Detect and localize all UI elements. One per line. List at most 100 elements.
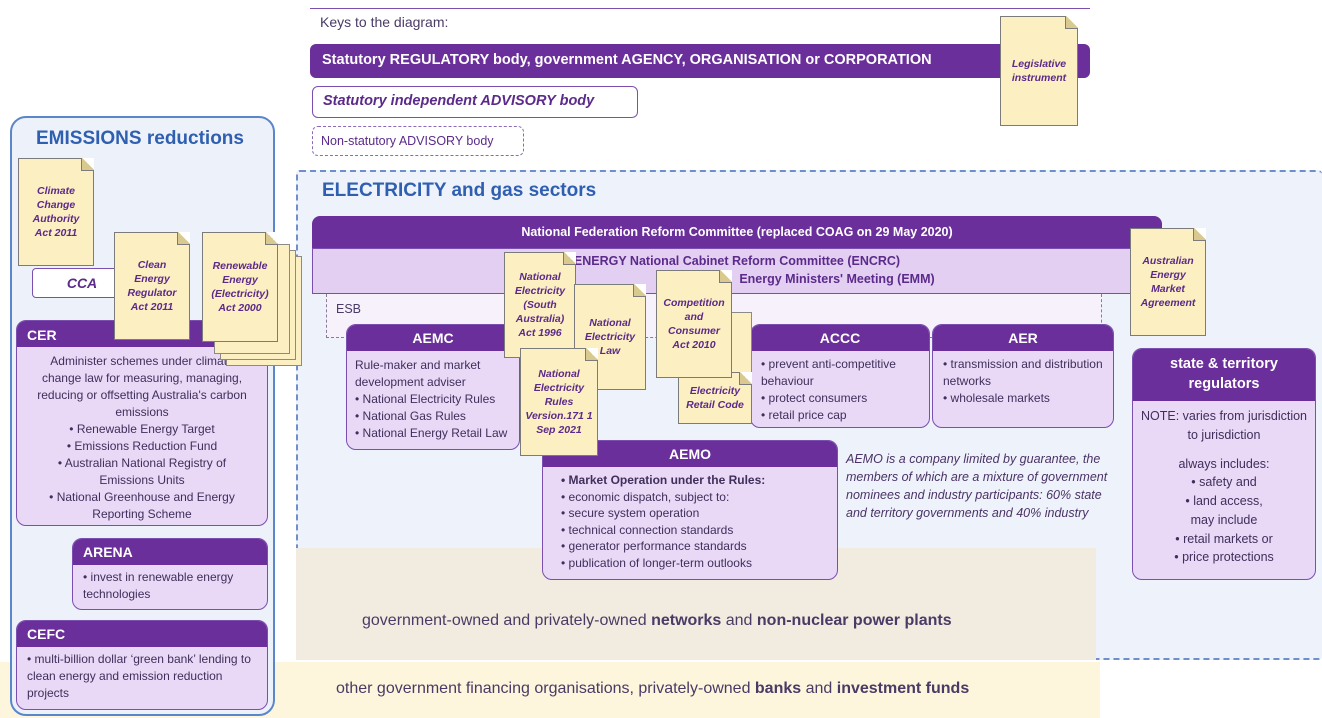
aemo-item: • economic dispatch, subject to: — [561, 489, 730, 504]
emissions-title: EMISSIONS reductions — [36, 128, 244, 149]
finance-prefix: other government financing organisations… — [336, 680, 755, 697]
networks-prefix: government-owned and privately-owned — [362, 612, 652, 629]
arena-item-text: invest in renewable energy technologies — [83, 570, 234, 602]
aema-label: Australian Energy Market Agreement — [1140, 254, 1196, 310]
state-regulators-box: state & territory regulators NOTE: varie… — [1132, 348, 1316, 580]
encrc-label: ENERGY National Cabinet Reform Committee… — [573, 254, 901, 268]
keys-title: Keys to the diagram: — [320, 14, 449, 30]
aemc-item-text: National Energy Retail Law — [362, 426, 508, 441]
accc-item-text: prevent anti-competitive behaviour — [761, 357, 896, 389]
cer-intro: Administer schemes under climate change … — [37, 354, 247, 420]
cer-item: • National Greenhouse and Energy Reporti… — [49, 490, 235, 522]
cca2010-doc-icon: Competition and Consumer Act 2010 — [656, 270, 732, 378]
electricity-title: ELECTRICITY and gas sectors — [322, 180, 597, 201]
esb-label: ESB — [336, 302, 362, 316]
accc-item: • prevent anti-competitive behaviour — [761, 357, 896, 389]
ner-doc-icon: National Electricity Rules Version.171 1… — [520, 348, 598, 456]
aemc-box: AEMC Rule-maker and market development a… — [346, 324, 520, 450]
state-item: • price protections — [1174, 550, 1274, 565]
encrc-box: ENERGY National Cabinet Reform Committee… — [312, 248, 1162, 294]
state-item: • retail markets or — [1175, 531, 1273, 546]
aemc-intro: Rule-maker and market development advise… — [355, 358, 481, 390]
finance-bold1: banks — [754, 680, 802, 697]
aemo-item-text: economic dispatch, subject to: — [568, 489, 730, 504]
aemo-item-text: technical connection standards — [568, 522, 734, 537]
cer-item-text: Emissions Reduction Fund — [74, 439, 218, 454]
nel-label: National Electricity Law — [584, 316, 636, 358]
erc-label: Electricity Retail Code — [686, 384, 744, 411]
state-always: always includes: — [1178, 456, 1270, 471]
networks-bold1: networks — [651, 612, 722, 629]
cefc-item: • multi-billion dollar ‘green bank’ lend… — [27, 652, 251, 701]
aemo-item-text: generator performance standards — [568, 539, 747, 554]
state-item: • land access, — [1185, 494, 1263, 508]
cca2010-label: Competition and Consumer Act 2010 — [663, 296, 725, 352]
aemo-item: • generator performance standards — [561, 539, 747, 554]
key-advisory-body: Statutory independent ADVISORY body — [312, 86, 638, 118]
keys-divider — [310, 8, 1090, 9]
cca-act-label: Climate Change Authority Act 2011 — [32, 184, 80, 240]
accc-title: ACCC — [751, 325, 929, 351]
ret-act-doc-icon: Renewable Energy (Electricity) Act 2000 — [202, 232, 278, 342]
cer-item: • Australian National Registry of Emissi… — [57, 456, 227, 488]
aemo-note: AEMO is a company limited by guarantee, … — [846, 452, 1108, 521]
aer-item-text: transmission and distribution networks — [943, 357, 1103, 389]
cefc-item-text: multi-billion dollar ‘green bank’ lendin… — [27, 652, 251, 701]
aemc-item-text: National Electricity Rules — [362, 392, 496, 407]
key-nonstatutory-body: Non-statutory ADVISORY body — [312, 126, 524, 156]
aer-item-text: wholesale markets — [950, 391, 1050, 406]
aema-doc-icon: Australian Energy Market Agreement — [1130, 228, 1206, 336]
cca-act-doc-icon: Climate Change Authority Act 2011 — [18, 158, 94, 266]
accc-item-text: retail price cap — [768, 408, 847, 423]
nfrc-box: National Federation Reform Committee (re… — [312, 216, 1162, 248]
aemc-title: AEMC — [347, 325, 519, 351]
key-legislative-label: Legislative instrument — [1011, 57, 1067, 84]
cer-item: • Renewable Energy Target — [69, 422, 215, 437]
state-regulators-title: state & territory regulators — [1133, 349, 1315, 401]
accc-item: • retail price cap — [761, 408, 847, 423]
aer-item: • wholesale markets — [943, 391, 1050, 406]
networks-bold2: non-nuclear power plants — [756, 612, 952, 629]
accc-item-text: protect consumers — [768, 391, 868, 406]
cefc-title: CEFC — [17, 621, 267, 647]
arena-item: • invest in renewable energy technologie… — [83, 570, 234, 602]
emm-label: Energy Ministers' Meeting (EMM) — [739, 271, 935, 286]
cefc-box: CEFC • multi-billion dollar ‘green bank’… — [16, 620, 268, 710]
nesa-act-label: National Electricity (South Australia) A… — [514, 270, 566, 340]
aer-title: AER — [933, 325, 1113, 351]
networks-text: government-owned and privately-owned net… — [362, 612, 952, 630]
state-item-text: land access, — [1193, 494, 1263, 508]
state-item: • safety and — [1191, 475, 1257, 490]
aemo-item: • Market Operation under the Rules: — [561, 473, 766, 487]
arena-box: ARENA • invest in renewable energy techn… — [72, 538, 268, 610]
state-may: may include — [1190, 512, 1258, 527]
finance-text: other government financing organisations… — [336, 680, 969, 698]
accc-box: ACCC • prevent anti-competitive behaviou… — [750, 324, 930, 428]
aemo-box: AEMO • Market Operation under the Rules:… — [542, 440, 838, 580]
finance-bold2: investment funds — [836, 680, 970, 697]
aemo-item: • publication of longer-term outlooks — [561, 555, 752, 570]
state-item-text: safety and — [1199, 475, 1257, 490]
aemo-item-text: publication of longer-term outlooks — [568, 555, 752, 570]
ner-label: National Electricity Rules Version.171 1… — [525, 367, 593, 437]
erc-doc-icon: Electricity Retail Code — [678, 372, 752, 424]
aemo-item-text: secure system operation — [568, 506, 700, 521]
aemc-item: • National Electricity Rules — [355, 392, 496, 407]
cer-item-text: National Greenhouse and Energy Reporting… — [56, 490, 235, 522]
arena-title: ARENA — [73, 539, 267, 565]
cer-item-text: Renewable Energy Target — [76, 422, 215, 437]
finance-mid: and — [801, 680, 837, 697]
cer-act-doc-icon: Clean Energy Regulator Act 2011 — [114, 232, 190, 340]
aer-box: AER • transmission and distribution netw… — [932, 324, 1114, 428]
state-item-text: retail markets or — [1183, 531, 1273, 546]
aemc-item-text: National Gas Rules — [362, 409, 466, 424]
state-note: NOTE: varies from jurisdiction to jurisd… — [1141, 409, 1308, 442]
accc-item: • protect consumers — [761, 391, 868, 406]
aemo-item: • secure system operation — [561, 506, 700, 521]
aer-item: • transmission and distribution networks — [943, 357, 1103, 389]
key-legislative-instrument-icon: Legislative instrument — [1000, 16, 1078, 126]
aemo-item-text: Market Operation under the Rules: — [568, 473, 766, 487]
key-statutory-body: Statutory REGULATORY body, government AG… — [310, 44, 1090, 78]
aemo-item: • technical connection standards — [561, 522, 734, 537]
cer-item: • Emissions Reduction Fund — [66, 439, 218, 454]
